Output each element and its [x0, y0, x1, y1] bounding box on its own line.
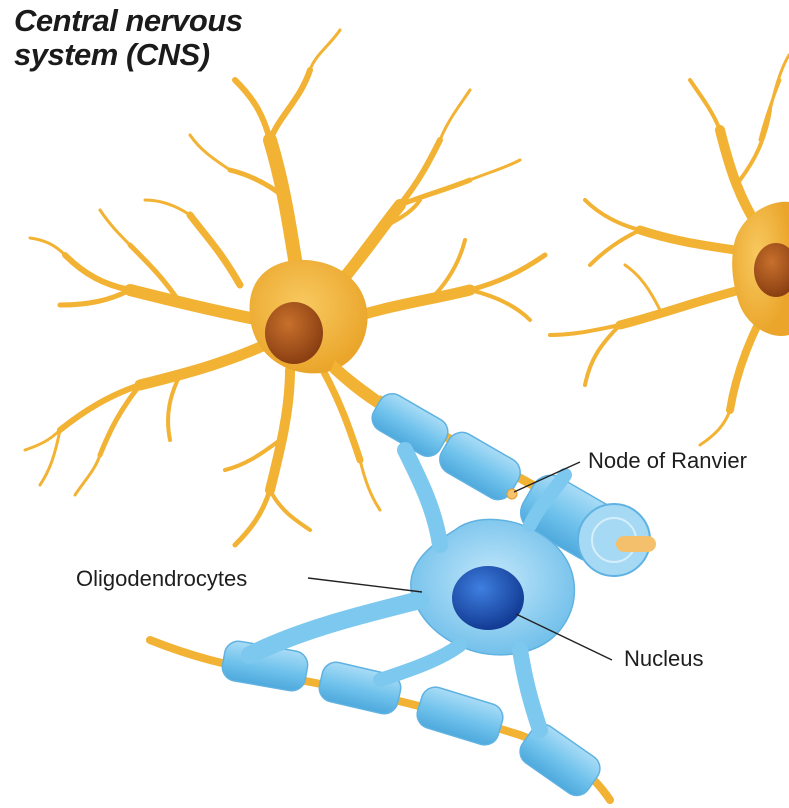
leader-lines — [307, 461, 613, 661]
title-line-2: system (CNS) — [14, 37, 210, 72]
neuron-nucleus-left — [265, 302, 323, 364]
label-node-of-ranvier: Node of Ranvier — [588, 448, 747, 473]
axon-cut-end — [577, 503, 656, 577]
leader-nucleus — [515, 613, 613, 661]
page-title: Central nervous system (CNS) — [14, 4, 243, 72]
label-nucleus: Nucleus — [624, 646, 704, 671]
leader-oligodendrocytes — [307, 577, 423, 593]
node-of-ranvier-marker — [506, 488, 518, 500]
oligodendrocyte-nucleus — [452, 566, 524, 630]
myelin-sheaths-lower — [221, 640, 601, 797]
label-oligodendrocytes: Oligodendrocytes — [76, 566, 248, 591]
title-line-1: Central nervous — [14, 3, 243, 38]
neuron-dendrites — [23, 28, 548, 548]
neuron-nucleus-right — [754, 243, 789, 297]
leader-node-of-ranvier — [513, 461, 581, 493]
